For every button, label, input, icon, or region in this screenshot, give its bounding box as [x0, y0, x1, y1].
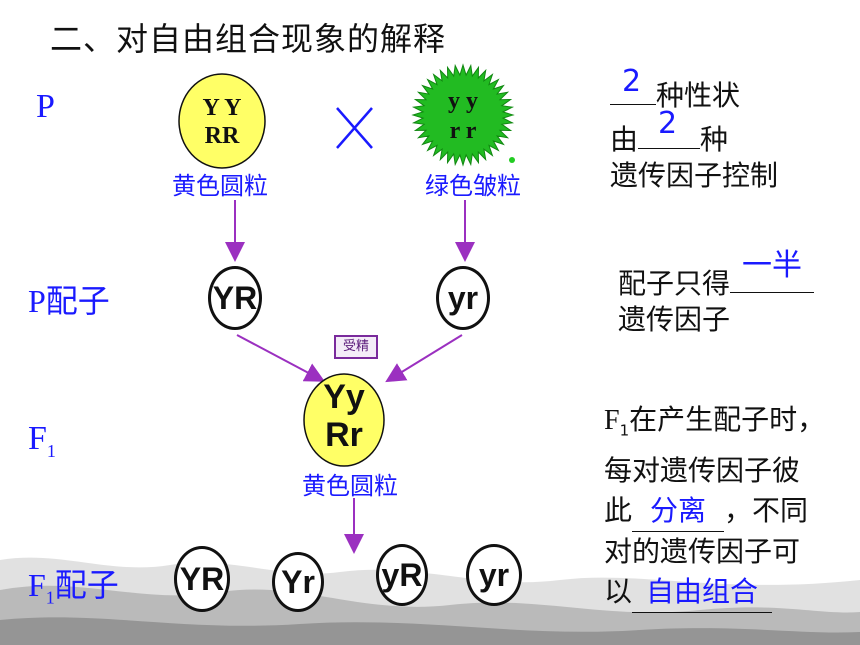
parent-green-line1: y y: [448, 88, 478, 114]
parent-yellow-seed: [178, 73, 266, 169]
f1-gamete-symbol: F: [28, 567, 46, 603]
note-segregation-line3-prefix: 此: [604, 493, 633, 527]
f1-symbol: F: [28, 420, 47, 457]
note-segregation-line4: 对的遗传因子可: [604, 534, 801, 568]
p-gamete-YR: YR: [208, 266, 262, 330]
note-gamete-half-line1: 配子只得一半: [618, 248, 815, 302]
row-label-f1-gamete: F1配子: [28, 560, 119, 608]
cross-symbol: [336, 107, 373, 149]
f1-gamete-YR: YR: [174, 546, 230, 612]
f1-genotype-line2: Rr: [325, 416, 363, 454]
note-segregation-line1-text: 在产生配子时，: [629, 403, 826, 436]
note-traits-line3: 遗传因子控制: [610, 159, 779, 192]
note-traits-text1: 种性状: [656, 79, 741, 112]
note-gamete-half: 配子只得一半 遗传因子: [618, 248, 815, 338]
parent-yellow-line1: Y Y: [202, 95, 242, 121]
note-traits-line1: 2 种性状: [610, 64, 778, 114]
f1-gamete-suffix: 配子: [54, 567, 119, 603]
note-segregation-answer2: 自由组合: [646, 574, 759, 608]
note-segregation-line5-prefix: 以: [604, 574, 633, 608]
parent-green-genotype: y y r r: [420, 86, 506, 146]
note-gamete-half-answer: 一半: [742, 248, 803, 283]
note-segregation: F1在产生配子时， 每对遗传因子彼 此分离 ，不同 对的遗传因子可 以自由组合: [604, 400, 825, 613]
parent-yellow-genotype: Y Y RR: [179, 94, 265, 150]
f1-yellow-seed: [303, 373, 385, 467]
note-segregation-blank2: 自由组合: [632, 572, 773, 613]
f1-gamete-subscript: 1: [45, 587, 55, 608]
fertilization-label: 受精: [334, 335, 378, 359]
note-traits-blank2: 2: [638, 106, 701, 149]
note-traits-blank1: 2: [610, 64, 656, 105]
note-segregation-answer1: 分离: [650, 493, 707, 527]
p-gamete-yr: yr: [436, 266, 490, 330]
note-f1-symbol: F: [604, 405, 620, 436]
arrow-yr-to-f1: [236, 334, 326, 382]
row-label-p: P: [36, 88, 55, 125]
note-traits-prefix2: 由: [610, 123, 639, 156]
f1-gamete-yr: yr: [466, 544, 522, 606]
note-gamete-half-line2: 遗传因子: [618, 303, 731, 336]
note-segregation-line5: 以自由组合: [604, 572, 825, 613]
parent-green-line2: r r: [449, 118, 477, 144]
note-gamete-half-prefix: 配子只得: [618, 267, 731, 300]
note-traits-answer2: 2: [658, 106, 678, 141]
f1-gamete-Yr: Yr: [272, 552, 324, 612]
parent-green-seed: [411, 63, 515, 167]
row-label-f1: F1: [28, 420, 56, 462]
f1-subscript: 1: [46, 440, 56, 461]
note-segregation-line3-suffix: ，不同: [724, 493, 809, 527]
note-traits-answer1: 2: [622, 64, 642, 99]
page-title: 二、对自由组合现象的解释: [50, 20, 447, 58]
f1-genotype-line1: Yy: [323, 378, 365, 416]
note-traits-text2: 种: [700, 123, 729, 156]
arrow-yr2-to-f1: [385, 334, 463, 383]
parent-yellow-line2: RR: [204, 123, 240, 149]
note-f1-subscript: 1: [619, 421, 630, 440]
f1-genotype: Yy Rr: [304, 378, 384, 454]
parent-green-label: 绿色皱粒: [425, 172, 521, 200]
note-segregation-line3: 此分离 ，不同: [604, 491, 825, 532]
note-segregation-blank1: 分离: [632, 491, 725, 532]
note-segregation-line2: 每对遗传因子彼: [604, 453, 801, 487]
green-dot: [509, 157, 515, 163]
f1-gamete-yR: yR: [376, 544, 428, 606]
note-gamete-half-blank: 一半: [730, 248, 815, 293]
note-segregation-line1: F1在产生配子时，: [604, 400, 825, 451]
parent-yellow-label: 黄色圆粒: [172, 172, 268, 200]
row-label-p-gamete: P配子: [28, 283, 110, 319]
f1-label: 黄色圆粒: [302, 472, 398, 500]
